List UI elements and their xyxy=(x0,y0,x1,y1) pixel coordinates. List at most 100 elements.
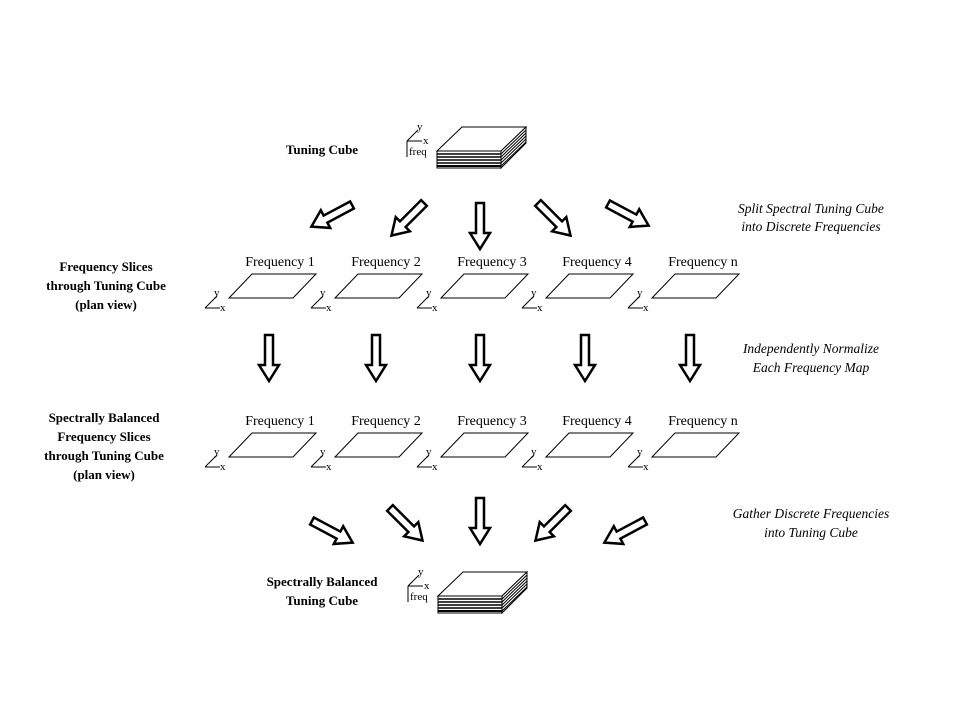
svg-text:y: y xyxy=(531,446,537,458)
svg-text:y: y xyxy=(418,566,424,578)
gather-arrow-3 xyxy=(468,496,492,546)
frequency-slice-label: Frequency 3 xyxy=(457,414,527,429)
svg-text:freq: freq xyxy=(410,591,428,603)
tuning-cube-icon xyxy=(435,125,528,170)
slice-plane xyxy=(544,273,635,299)
gather-arrow-4 xyxy=(527,499,577,549)
split-arrow-4 xyxy=(529,194,579,244)
svg-text:y: y xyxy=(637,446,643,458)
split-arrow-3 xyxy=(468,201,492,251)
svg-text:y: y xyxy=(417,121,423,133)
frequency-slice: Frequency 2 yx xyxy=(310,255,424,314)
svg-text:through Tuning Cube: through Tuning Cube xyxy=(44,448,164,463)
frequency-slice-label: Frequency 4 xyxy=(562,414,632,429)
split-annotation-line-1: Split Spectral Tuning Cube xyxy=(738,201,884,216)
svg-text:x: x xyxy=(326,302,332,314)
frequency-slice: Frequency 3 yx xyxy=(416,255,530,314)
top-cube-label: Tuning Cube xyxy=(286,142,358,157)
gather-arrow-1 xyxy=(306,510,359,553)
svg-text:x: x xyxy=(220,461,226,473)
slice-plane xyxy=(227,273,318,299)
slice-plane xyxy=(333,432,424,458)
svg-text:x: x xyxy=(643,461,649,473)
balanced-cube-icon xyxy=(436,570,529,615)
svg-text:x: x xyxy=(432,302,438,314)
plan-axes-icon: yx xyxy=(310,287,332,314)
plan-axes-icon: yx xyxy=(627,446,649,473)
slice-plane xyxy=(650,273,741,299)
frequency-slice: Frequency 4 yx xyxy=(521,255,635,314)
svg-text:Frequency Slices: Frequency Slices xyxy=(57,429,150,444)
svg-text:y: y xyxy=(214,287,220,299)
frequency-slice-label: Frequency 1 xyxy=(245,255,315,270)
plan-axes-icon: yx xyxy=(204,287,226,314)
cube-axes-icon: y x freq xyxy=(407,566,430,603)
svg-text:x: x xyxy=(326,461,332,473)
svg-text:through Tuning Cube: through Tuning Cube xyxy=(46,278,166,293)
normalize-arrow-5 xyxy=(678,333,702,383)
frequency-slice: Frequency 2 yx xyxy=(310,414,424,473)
frequency-slice: Frequency 1 yx xyxy=(204,414,318,473)
row1-label: Frequency Slices through Tuning Cube (pl… xyxy=(46,259,166,312)
slice-plane xyxy=(650,432,741,458)
svg-text:y: y xyxy=(214,446,220,458)
frequency-slice: Frequency 1 yx xyxy=(204,255,318,314)
slice-plane xyxy=(227,432,318,458)
normalize-arrow-2 xyxy=(364,333,388,383)
frequency-slice-label: Frequency 3 xyxy=(457,255,527,270)
svg-text:y: y xyxy=(637,287,643,299)
svg-text:(plan view): (plan view) xyxy=(73,467,135,482)
gather-annotation-line-1: Gather Discrete Frequencies xyxy=(733,506,889,521)
bottom-cube-label-line-1: Spectrally Balanced xyxy=(267,574,379,589)
svg-text:Spectrally Balanced: Spectrally Balanced xyxy=(49,410,161,425)
frequency-slice-label: Frequency 2 xyxy=(351,414,421,429)
plan-axes-icon: yx xyxy=(310,446,332,473)
gather-arrow-5 xyxy=(598,510,651,553)
frequency-slice-label: Frequency 4 xyxy=(562,255,632,270)
frequency-slice: Frequency 4 yx xyxy=(521,414,635,473)
cube-axes-icon: y x freq xyxy=(406,121,429,158)
slice-plane xyxy=(333,273,424,299)
svg-text:x: x xyxy=(424,580,430,592)
plan-axes-icon: yx xyxy=(521,287,543,314)
svg-text:x: x xyxy=(537,302,543,314)
plan-axes-icon: yx xyxy=(204,446,226,473)
svg-text:x: x xyxy=(423,135,429,147)
svg-text:y: y xyxy=(320,446,326,458)
svg-text:(plan view): (plan view) xyxy=(75,297,137,312)
slice-plane xyxy=(544,432,635,458)
bottom-cube-group: Spectrally Balanced Tuning Cube y x freq xyxy=(267,566,529,615)
split-arrow-2 xyxy=(383,194,433,244)
svg-text:y: y xyxy=(426,287,432,299)
split-arrow-5 xyxy=(602,193,655,236)
frequency-slice-label: Frequency 2 xyxy=(351,255,421,270)
slice-plane xyxy=(439,432,530,458)
split-arrows xyxy=(305,193,655,251)
normalize-annotation-line-2: Each Frequency Map xyxy=(752,360,870,375)
frequency-slice: Frequency nyx xyxy=(627,255,741,314)
gather-annotation-line-2: into Tuning Cube xyxy=(764,525,858,540)
frequency-slice: Frequency 3 yx xyxy=(416,414,530,473)
svg-text:Frequency Slices: Frequency Slices xyxy=(59,259,152,274)
bottom-cube-label-line-2: Tuning Cube xyxy=(286,593,358,608)
svg-text:y: y xyxy=(531,287,537,299)
normalize-arrow-3 xyxy=(468,333,492,383)
svg-text:x: x xyxy=(643,302,649,314)
frequency-slice-label: Frequency n xyxy=(668,414,738,429)
gather-arrows xyxy=(306,496,651,553)
slice-plane xyxy=(439,273,530,299)
plan-axes-icon: yx xyxy=(416,287,438,314)
row2-label: Spectrally Balanced Frequency Slices thr… xyxy=(44,410,164,482)
plan-axes-icon: yx xyxy=(521,446,543,473)
svg-text:x: x xyxy=(220,302,226,314)
normalize-arrows xyxy=(257,333,702,383)
svg-text:x: x xyxy=(537,461,543,473)
frequency-slice-label: Frequency 1 xyxy=(245,414,315,429)
normalize-annotation-line-1: Independently Normalize xyxy=(742,341,879,356)
plan-axes-icon: yx xyxy=(416,446,438,473)
svg-text:x: x xyxy=(432,461,438,473)
svg-text:y: y xyxy=(426,446,432,458)
